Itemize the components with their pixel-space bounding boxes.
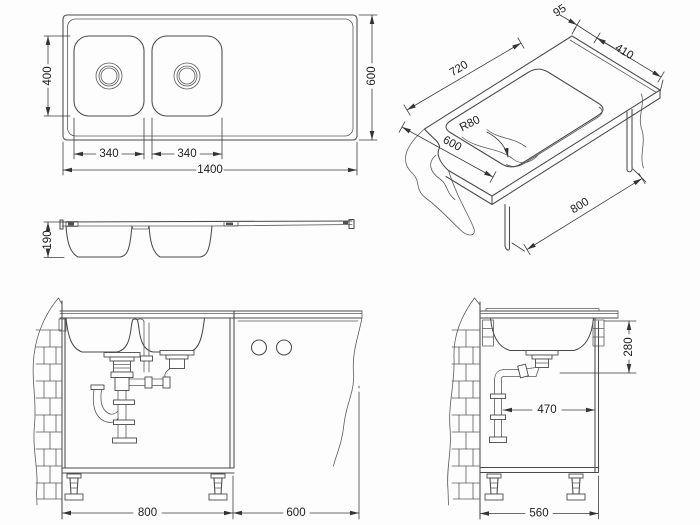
overflow-detail xyxy=(223,221,239,227)
torn-edge-left-inner xyxy=(430,154,456,200)
cabinet xyxy=(479,317,600,474)
dim-bowl2-width: 340 xyxy=(177,148,196,160)
clip-detail xyxy=(65,221,79,227)
dim-bowl-depth: 400 xyxy=(42,66,54,85)
profile-right-cap xyxy=(348,218,355,230)
rim-top xyxy=(61,220,353,223)
countertop xyxy=(479,308,619,319)
sink-cabinet xyxy=(61,310,235,474)
isometric-view: 720 95 410 R80 600 800 xyxy=(398,2,665,255)
top-view: 400 340 340 1400 600 xyxy=(42,14,378,176)
side-installation-view: 280 470 560 xyxy=(447,297,637,520)
sink-outline xyxy=(62,14,358,141)
torn-edge xyxy=(333,317,363,467)
dim-cabinet-width: 800 xyxy=(569,196,592,216)
counter-top-face xyxy=(423,35,661,197)
bowls-section xyxy=(65,317,206,353)
bowl-left xyxy=(73,35,145,117)
dim-bowl1-width: 340 xyxy=(99,148,118,160)
dim-drain-offset: 470 xyxy=(537,404,556,416)
wall-hatch xyxy=(447,297,481,520)
dim-counter-depth: 600 xyxy=(441,134,464,154)
cabinet-foot xyxy=(64,473,84,501)
cutout-break-line-1 xyxy=(461,136,539,164)
bowl-section xyxy=(489,317,595,352)
cabinet-knob xyxy=(250,339,268,356)
cutout-break-line-2 xyxy=(486,129,527,148)
drain-right xyxy=(173,62,201,90)
dim-drain-height: 280 xyxy=(623,337,635,356)
mounting-clip xyxy=(482,319,494,347)
cabinet-foot xyxy=(208,473,228,501)
profile-left-cap xyxy=(59,219,64,230)
front-installation-view: 800 600 xyxy=(32,297,363,520)
dim-overall-depth: 600 xyxy=(366,66,378,85)
wall-hatch xyxy=(32,297,63,520)
dim-sink-cabinet-width: 800 xyxy=(138,507,157,519)
bowl-right-profile xyxy=(148,225,213,258)
dim-overall-length: 1400 xyxy=(197,164,223,176)
cabinet-foot xyxy=(566,473,586,501)
bowl-divider xyxy=(131,225,150,230)
cabinet-foot xyxy=(484,473,504,501)
mounting-clip xyxy=(58,318,67,332)
drain-trap-assembly xyxy=(90,318,195,444)
drain-pipe-assembly xyxy=(489,350,559,443)
dim-cutout-length: 720 xyxy=(448,59,471,79)
cabinet-side-panel xyxy=(626,108,633,173)
dim-cabinet-depth: 560 xyxy=(529,508,548,520)
cabinet-knob xyxy=(275,339,293,356)
drain-left xyxy=(95,62,123,90)
sink-rim-inner xyxy=(67,18,354,137)
rim-bottom xyxy=(61,224,353,227)
dim-adjacent-cabinet-width: 600 xyxy=(286,507,305,519)
dim-corner-radius: R80 xyxy=(458,114,482,134)
adjacent-cabinet xyxy=(237,317,363,467)
dim-back-offset: 95 xyxy=(551,2,568,19)
cabinet-front-leg xyxy=(504,203,511,251)
torn-edge-right xyxy=(639,93,644,169)
dim-profile-height: 190 xyxy=(42,230,54,249)
countertop xyxy=(59,310,363,319)
torn-edge-left xyxy=(405,128,475,236)
cutout-wall-band xyxy=(506,106,603,167)
bowl-right xyxy=(151,35,223,117)
side-profile-view: 190 xyxy=(42,218,355,258)
bowl-left-profile xyxy=(65,225,133,258)
